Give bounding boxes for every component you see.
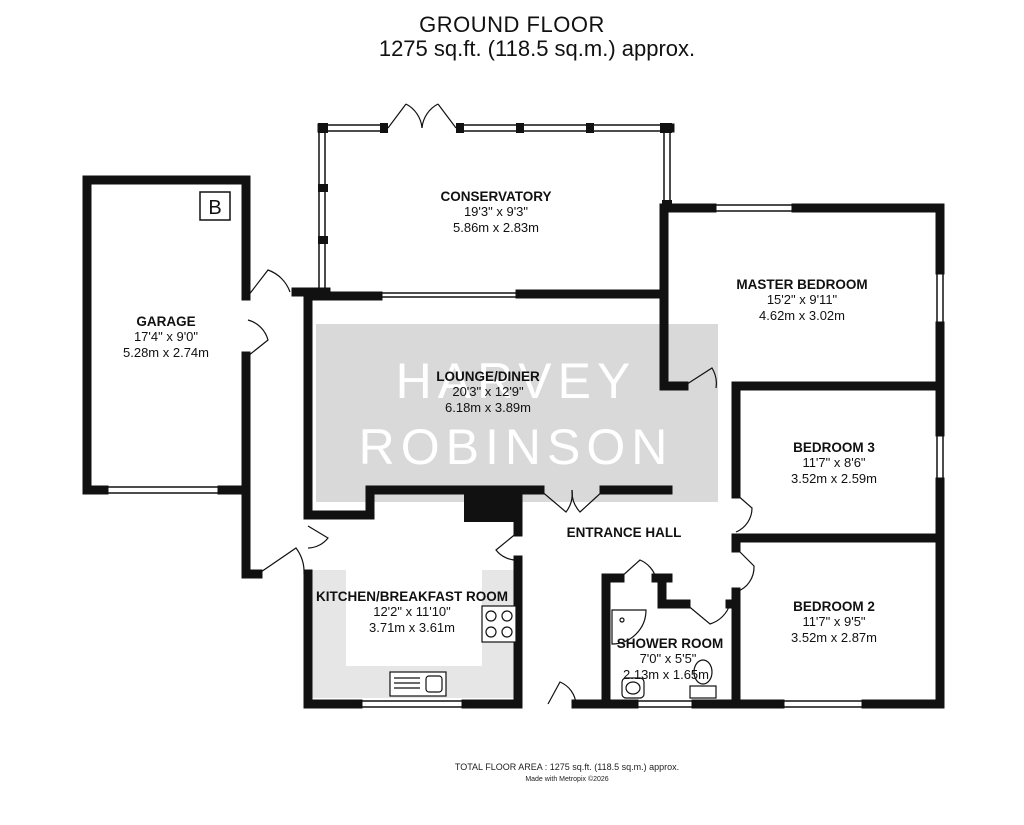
label-kitchen: KITCHEN/BREAKFAST ROOM 12'2" x 11'10" 3.… (316, 589, 508, 635)
bedroom2-metric: 3.52m x 2.87m (791, 630, 877, 645)
watermark-backdrop (316, 324, 718, 502)
walls (82, 123, 945, 709)
hall-name: ENTRANCE HALL (567, 525, 682, 540)
label-shower-room: SHOWER ROOM 7'0" x 5'5" 2.13m x 1.65m (617, 636, 724, 682)
label-lounge: LOUNGE/DINER 20'3" x 12'9" 6.18m x 3.89m (436, 369, 540, 415)
watermark-line1: HARVEY (396, 353, 637, 409)
garage-metric: 5.28m x 2.74m (123, 345, 209, 360)
basin-icon (621, 677, 645, 699)
lounge-metric: 6.18m x 3.89m (445, 400, 531, 415)
bedroom3-metric: 3.52m x 2.59m (791, 471, 877, 486)
conservatory-name: CONSERVATORY (440, 189, 551, 204)
chimney-breast (464, 490, 514, 522)
boiler-label: B (208, 197, 221, 219)
conservatory-glazing (318, 124, 671, 298)
master-name: MASTER BEDROOM (736, 277, 867, 292)
boiler-icon (199, 191, 231, 221)
wc-icon (689, 659, 717, 699)
sink-icon (389, 671, 447, 697)
shower-name: SHOWER ROOM (617, 636, 724, 651)
conservatory-metric: 5.86m x 2.83m (453, 220, 539, 235)
label-conservatory: CONSERVATORY 19'3" x 9'3" 5.86m x 2.83m (440, 189, 551, 235)
label-master-bedroom: MASTER BEDROOM 15'2" x 9'11" 4.62m x 3.0… (736, 277, 867, 323)
bedroom2-name: BEDROOM 2 (793, 599, 875, 614)
label-bedroom-2: BEDROOM 2 11'7" x 9'5" 3.52m x 2.87m (791, 599, 877, 645)
kitchen-imperial: 12'2" x 11'10" (373, 604, 451, 619)
garage-name: GARAGE (136, 314, 195, 329)
lounge-imperial: 20'3" x 12'9" (452, 384, 524, 399)
conservatory-mullions (318, 123, 672, 244)
kitchen-name: KITCHEN/BREAKFAST ROOM (316, 589, 508, 604)
windows (104, 204, 944, 708)
shower-imperial: 7'0" x 5'5" (640, 651, 697, 666)
bedroom2-imperial: 11'7" x 9'5" (802, 614, 865, 629)
garage-imperial: 17'4" x 9'0" (134, 329, 198, 344)
kitchen-metric: 3.71m x 3.61m (369, 620, 455, 635)
watermark-line2: ROBINSON (359, 419, 674, 475)
label-entrance-hall: ENTRANCE HALL (567, 525, 682, 540)
label-garage: GARAGE 17'4" x 9'0" 5.28m x 2.74m (123, 314, 209, 360)
bedroom3-name: BEDROOM 3 (793, 440, 875, 455)
floor-area: 1275 sq.ft. (118.5 sq.m.) approx. (378, 36, 696, 61)
total-floor-area: TOTAL FLOOR AREA : 1275 sq.ft. (118.5 sq… (454, 762, 680, 772)
floor-title: GROUND FLOOR (419, 12, 605, 37)
credit-text: Made with Metropix ©2026 (525, 776, 609, 783)
hob-icon (481, 605, 517, 643)
shower-metric: 2.13m x 1.65m (623, 667, 709, 682)
door-swings (247, 103, 755, 705)
master-imperial: 15'2" x 9'11" (767, 292, 838, 307)
bedroom3-imperial: 11'7" x 8'6" (802, 455, 865, 470)
master-metric: 4.62m x 3.02m (759, 308, 845, 323)
label-bedroom-3: BEDROOM 3 11'7" x 8'6" 3.52m x 2.59m (791, 440, 877, 486)
lounge-name: LOUNGE/DINER (436, 369, 540, 384)
shower-tray-icon (611, 609, 647, 645)
kitchen-island (346, 570, 482, 666)
conservatory-imperial: 19'3" x 9'3" (464, 204, 528, 219)
